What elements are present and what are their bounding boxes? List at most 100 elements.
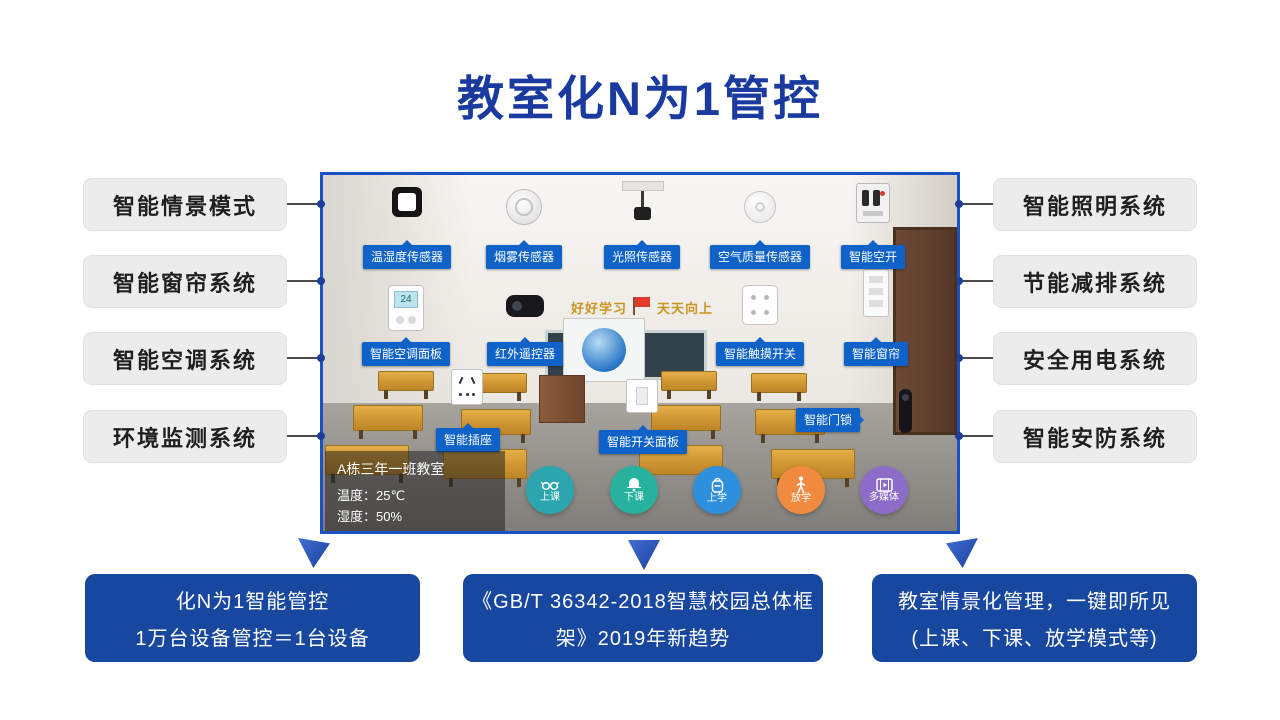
system-label-curtain: 智能窗帘系统: [83, 255, 287, 308]
device-tag-door-lock: 智能门锁: [795, 408, 865, 432]
system-label-env-monitor: 环境监测系统: [83, 410, 287, 463]
device-tag-breaker: 智能空开: [840, 240, 906, 269]
device-tag-light-sensor: 光照传感器: [603, 240, 681, 269]
backpack-icon: [711, 477, 723, 493]
system-label-text: 智能空调系统: [112, 347, 257, 373]
mode-label: 多媒体: [869, 491, 899, 503]
connector-dot: [317, 200, 325, 208]
system-label-lighting: 智能照明系统: [993, 178, 1197, 231]
connector-line: [960, 203, 993, 205]
system-label-ac: 智能空调系统: [83, 332, 287, 385]
connector-line: [960, 280, 993, 282]
down-arrow-icon: [298, 538, 330, 568]
switch-panel-icon: [626, 379, 658, 413]
device-tag-switch-panel: 智能开关面板: [598, 425, 688, 454]
mode-label: 放学: [791, 493, 811, 504]
system-label-text: 智能情景模式: [112, 193, 257, 219]
air-quality-sensor-icon: [744, 191, 776, 223]
connector-dot: [955, 277, 963, 285]
ac-panel-icon: 24: [388, 285, 424, 331]
summary-card-n-to-1: 化N为1智能管控 1万台设备管控＝1台设备: [85, 574, 420, 662]
classroom-scene: 好好学习 天天向上: [323, 175, 957, 531]
summary-card-scene-management: 教室情景化管理，一键即所见 (上课、下课、放学模式等): [872, 574, 1197, 662]
card-line: 架》2019年新趋势: [555, 628, 731, 650]
ac-panel-display: 24: [394, 291, 418, 308]
connector-line: [287, 357, 320, 359]
ir-remote-icon: [506, 295, 544, 317]
system-label-energy-saving: 节能减排系统: [993, 255, 1197, 308]
mode-button-school-start[interactable]: 上学: [693, 466, 741, 514]
system-label-text: 智能照明系统: [1022, 193, 1167, 219]
system-label-scene-mode: 智能情景模式: [83, 178, 287, 231]
connector-dot: [955, 354, 963, 362]
system-label-text: 环境监测系统: [112, 425, 257, 451]
connector-line: [960, 435, 993, 437]
page-title: 教室化N为1管控: [456, 72, 824, 125]
connector-line: [287, 203, 320, 205]
curtain-controller-icon: [863, 269, 889, 317]
room-humidity: 湿度：50%: [337, 508, 403, 524]
light-sensor-icon: [622, 181, 664, 227]
banner-text-right: 天天向上: [657, 301, 714, 316]
connector-dot: [317, 432, 325, 440]
desk: [661, 371, 717, 399]
device-tag-air-quality: 空气质量传感器: [709, 240, 811, 269]
connector-line: [287, 435, 320, 437]
mode-label: 上课: [540, 491, 560, 503]
banner-text-left: 好好学习: [571, 301, 628, 316]
mode-button-multimedia[interactable]: 多媒体: [860, 466, 908, 514]
connector-dot: [955, 200, 963, 208]
system-label-text: 智能窗帘系统: [112, 270, 257, 296]
connector-dot: [317, 354, 325, 362]
mode-button-class-end[interactable]: 下课: [610, 466, 658, 514]
circuit-breaker-icon: [856, 183, 890, 223]
connector-dot: [317, 277, 325, 285]
film-icon: [875, 477, 893, 492]
down-arrow-icon: [946, 538, 978, 568]
desk: [751, 373, 807, 401]
card-line: (上课、下课、放学模式等): [911, 628, 1158, 650]
system-label-text: 安全用电系统: [1022, 347, 1167, 373]
card-line: 教室情景化管理，一键即所见: [898, 591, 1171, 613]
screen-logo: [582, 328, 626, 372]
card-line: 1万台设备管控＝1台设备: [135, 628, 370, 650]
summary-card-standard: 《GB/T 36342-2018智慧校园总体框 架》2019年新趋势: [463, 574, 823, 662]
system-label-text: 智能安防系统: [1022, 425, 1167, 451]
room-info-panel: A栋三年一班教室 温度：25℃ 湿度：50%: [325, 451, 505, 531]
device-tag-touch-switch: 智能触摸开关: [715, 337, 805, 366]
system-label-text: 节能减排系统: [1022, 270, 1167, 296]
device-tag-socket: 智能插座: [435, 423, 501, 452]
classroom-illustration: 好好学习 天天向上: [320, 172, 960, 534]
device-tag-smoke: 烟雾传感器: [485, 240, 563, 269]
walking-person-icon: [796, 476, 806, 493]
mode-button-class-start[interactable]: 上课: [526, 466, 574, 514]
system-label-electric-safety: 安全用电系统: [993, 332, 1197, 385]
socket-icon: [451, 369, 483, 405]
temp-humidity-sensor-icon: [392, 187, 422, 217]
bell-icon: [627, 478, 641, 492]
smoke-sensor-icon: [506, 189, 542, 225]
connector-line: [287, 280, 320, 282]
room-temperature: 温度：25℃: [337, 488, 406, 503]
room-name: A栋三年一班教室: [337, 461, 445, 477]
desk: [378, 371, 434, 399]
flag-icon: [633, 297, 650, 315]
device-tag-temp-humidity: 温湿度传感器: [362, 240, 452, 269]
mode-button-school-end[interactable]: 放学: [777, 466, 825, 514]
glasses-icon: [541, 481, 559, 490]
card-line: 《GB/T 36342-2018智慧校园总体框: [472, 591, 814, 613]
device-tag-ir-remote: 红外遥控器: [486, 337, 564, 366]
touch-switch-icon: [742, 285, 778, 325]
door-lock-icon: [899, 389, 912, 433]
projector-screen: [563, 318, 645, 382]
podium: [539, 375, 585, 423]
desk: [651, 405, 721, 439]
device-tag-ac-panel: 智能空调面板: [361, 337, 451, 366]
mode-label: 下课: [624, 492, 644, 503]
down-arrow-icon: [628, 540, 660, 570]
connector-dot: [955, 432, 963, 440]
connector-line: [960, 357, 993, 359]
card-line: 化N为1智能管控: [175, 591, 330, 613]
desk: [353, 405, 423, 439]
device-tag-curtain: 智能窗帘: [843, 337, 909, 366]
